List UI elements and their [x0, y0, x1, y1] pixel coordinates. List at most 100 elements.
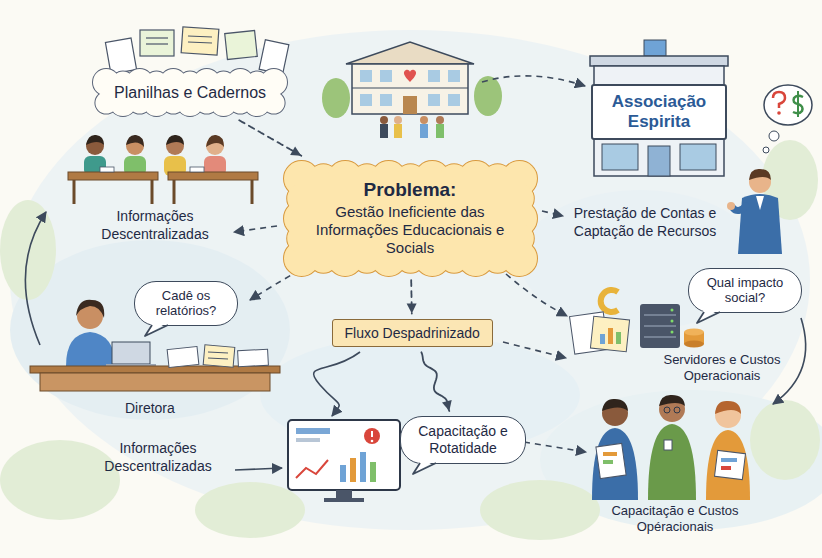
node-text: Fluxo Despadrinizado	[345, 325, 480, 342]
annotation-label: Capacitação e Custos Opéracionais	[595, 503, 755, 536]
flow-arrows	[482, 76, 585, 86]
spreadsheet-papers	[225, 31, 258, 60]
bubble-tail	[413, 462, 443, 476]
school-building	[346, 42, 474, 64]
classroom	[190, 167, 204, 172]
team-figures	[603, 452, 617, 456]
school-building	[428, 94, 440, 106]
watercolor-wash	[0, 30, 822, 540]
team-figures	[592, 428, 638, 500]
team-figures	[659, 395, 685, 406]
watercolor-wash	[10, 30, 810, 530]
bubble-tail-edge	[697, 312, 720, 323]
director-figure	[208, 352, 228, 353]
association-building	[590, 56, 728, 66]
dashboard-monitor	[336, 490, 352, 498]
dashboard-monitor	[296, 460, 328, 478]
school-building	[448, 70, 460, 82]
team-figures	[706, 430, 750, 500]
speech-bubble: Qual impacto social?	[688, 268, 802, 313]
bubble-tail-fill	[697, 309, 720, 323]
team-figures	[721, 458, 737, 462]
team-figures	[596, 443, 626, 478]
association-building	[648, 146, 670, 176]
classroom	[151, 180, 154, 204]
dashboard-monitor	[296, 438, 320, 442]
spreadsheet-papers	[181, 27, 219, 55]
director-figure	[66, 332, 116, 366]
servers-and-papers	[601, 290, 618, 312]
annotation-label: Informações Descentralizadas	[83, 440, 233, 475]
problem-cloud: Problema:Gestão Ineficiente das Informaç…	[296, 173, 525, 264]
school-building	[360, 70, 372, 82]
speech-bubble: Cadê os relatórios?	[134, 281, 238, 326]
servers-and-papers	[644, 315, 676, 316]
classroom	[206, 135, 224, 147]
dashboard-monitor	[288, 420, 400, 490]
watercolor-wash	[0, 200, 56, 300]
problem-cloud-edge	[284, 161, 537, 276]
servers-and-papers	[644, 337, 676, 338]
association-building	[680, 144, 716, 170]
presenter-figure	[749, 169, 771, 180]
classroom	[68, 135, 258, 204]
director-figure	[167, 346, 199, 367]
servers-and-papers	[671, 331, 674, 334]
arrowhead	[290, 146, 301, 155]
spreadsheet-papers	[105, 27, 288, 74]
team-figures	[664, 440, 672, 450]
classroom	[100, 167, 114, 172]
bubble-tail	[697, 311, 727, 325]
annotation-label: Diretora	[125, 400, 175, 418]
classroom	[168, 172, 258, 180]
spreadsheet-papers	[140, 30, 174, 56]
team-figures	[592, 395, 750, 500]
speech-bubble: Capacitação e Rotatidade	[400, 416, 526, 464]
bubble-tail-fill	[413, 460, 436, 474]
dashboard-monitor	[296, 428, 330, 434]
school-building	[380, 116, 388, 124]
servers-and-papers	[590, 316, 629, 352]
solid-arrows	[314, 352, 360, 416]
arrowhead	[407, 303, 417, 313]
watercolor-wash	[0, 440, 120, 520]
building-sign: Associação Espirita	[591, 84, 727, 141]
school-building	[380, 94, 392, 106]
school-building	[380, 124, 388, 138]
director-figure	[40, 373, 270, 391]
connector	[421, 352, 451, 411]
director-figure	[238, 349, 269, 367]
director-figure	[208, 358, 228, 359]
flow-arrows	[234, 226, 277, 232]
annotation-label: Prestação de Contas e Captação de Recurs…	[570, 205, 720, 240]
school-building	[403, 96, 417, 114]
thought-cloud-fill	[93, 69, 287, 116]
team-figures	[674, 407, 680, 413]
bubble-tail	[145, 324, 175, 338]
school-building	[322, 78, 350, 118]
dashboard-monitor	[340, 465, 346, 482]
director-figure	[112, 342, 150, 364]
node-text: Qual impacto social?	[701, 275, 789, 306]
arrowhead	[442, 400, 452, 411]
servers-and-papers	[570, 290, 704, 354]
question-money-bubble	[777, 111, 781, 115]
dashboard-monitor	[288, 420, 400, 502]
spreadsheet-papers	[146, 37, 168, 38]
school-building	[380, 70, 392, 82]
question-money-bubble	[769, 131, 779, 141]
school-building	[420, 116, 428, 124]
connector-line	[239, 120, 301, 155]
dashboard-monitor	[350, 458, 356, 482]
servers-and-papers	[640, 304, 680, 348]
school-building	[420, 124, 428, 138]
flow-arrows	[542, 211, 563, 216]
problem-cloud-fill	[284, 161, 537, 276]
bubble-tail-fill	[145, 322, 168, 336]
school-building	[360, 94, 372, 106]
presenter-figure	[756, 196, 764, 210]
association-building	[602, 144, 638, 170]
presenter-figure	[733, 206, 746, 211]
dashboard-monitor	[360, 452, 366, 482]
